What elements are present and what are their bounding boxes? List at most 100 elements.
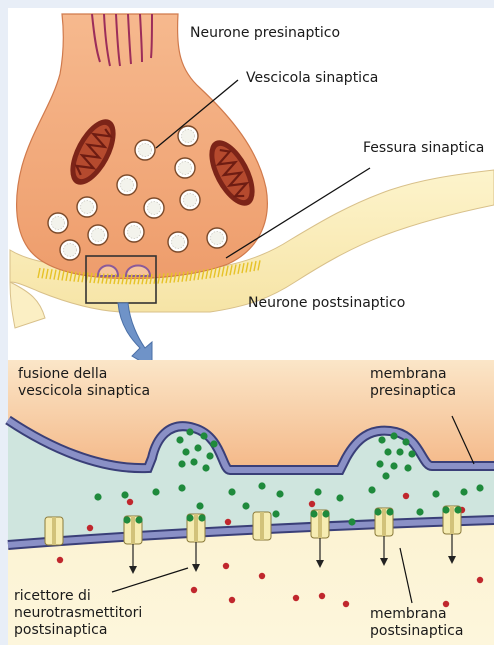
neurotransmitter <box>314 488 321 495</box>
label-presynaptic-membrane-line1: membrana <box>370 366 456 383</box>
neurotransmitter <box>242 502 249 509</box>
neurotransmitter <box>178 484 185 491</box>
bound-neurotransmitter <box>198 514 205 521</box>
receptor-channel <box>194 514 198 542</box>
ion <box>191 587 197 593</box>
vesicle-content <box>52 217 65 230</box>
neurotransmitter <box>336 494 343 501</box>
vesicle-content <box>179 162 192 175</box>
ion <box>343 601 349 607</box>
vesicle-content <box>182 130 195 143</box>
label-vesicle-fusion: fusione della vescicola sinaptica <box>18 366 150 400</box>
bound-neurotransmitter <box>123 516 130 523</box>
neurotransmitter <box>210 440 217 447</box>
receptor-channel <box>260 512 264 540</box>
label-receptor: ricettore di neurotrasmettitori postsina… <box>14 588 142 639</box>
ion <box>225 519 231 525</box>
label-synaptic-vesicle: Vescicola sinaptica <box>246 70 378 87</box>
neurotransmitter <box>416 508 423 515</box>
receptor-channel <box>131 516 135 544</box>
ion <box>229 597 235 603</box>
label-postsynaptic-membrane-line2: postsinaptica <box>370 623 463 640</box>
vesicle-content <box>64 244 77 257</box>
label-postsynaptic-membrane-line1: membrana <box>370 606 463 623</box>
neurotransmitter <box>432 490 439 497</box>
neurotransmitter <box>152 488 159 495</box>
neurotransmitter <box>176 436 183 443</box>
vesicle-content <box>139 144 152 157</box>
vesicle-content <box>81 201 94 214</box>
neurotransmitter <box>228 488 235 495</box>
label-presynaptic-membrane: membrana presinaptica <box>370 366 456 400</box>
neurotransmitter <box>348 518 355 525</box>
neurotransmitter <box>121 491 128 498</box>
bound-neurotransmitter <box>454 506 461 513</box>
vesicle-content <box>172 236 185 249</box>
label-postsynaptic-neuron: Neurone postsinaptico <box>248 295 405 312</box>
vesicle-content <box>128 226 141 239</box>
receptor-channel <box>382 508 386 536</box>
neurotransmitter <box>206 452 213 459</box>
neurotransmitter <box>178 460 185 467</box>
bound-neurotransmitter <box>386 508 393 515</box>
ion <box>477 577 483 583</box>
neurotransmitter <box>408 450 415 457</box>
receptor-channel <box>52 517 56 545</box>
ion <box>87 525 93 531</box>
neurotransmitter <box>272 510 279 517</box>
bound-neurotransmitter <box>442 506 449 513</box>
bound-neurotransmitter <box>186 514 193 521</box>
ion <box>127 499 133 505</box>
neurotransmitter <box>196 502 203 509</box>
label-vesicle-fusion-line1: fusione della <box>18 366 150 383</box>
bound-neurotransmitter <box>135 516 142 523</box>
neurotransmitter <box>194 444 201 451</box>
label-vesicle-fusion-line2: vescicola sinaptica <box>18 383 150 400</box>
bound-neurotransmitter <box>374 508 381 515</box>
neurotransmitter <box>368 486 375 493</box>
neurotransmitter <box>382 472 389 479</box>
neurotransmitter <box>404 464 411 471</box>
neurotransmitter <box>94 493 101 500</box>
ion <box>223 563 229 569</box>
vesicle-content <box>184 194 197 207</box>
neurotransmitter <box>390 462 397 469</box>
neurotransmitter <box>200 432 207 439</box>
ion <box>309 501 315 507</box>
vesicle-content <box>148 202 161 215</box>
label-receptor-line3: postsinaptica <box>14 622 142 639</box>
ion <box>57 557 63 563</box>
neurotransmitter <box>476 484 483 491</box>
label-presynaptic-membrane-line2: presinaptica <box>370 383 456 400</box>
bound-neurotransmitter <box>310 510 317 517</box>
vesicle-content <box>121 179 134 192</box>
neurotransmitter <box>276 490 283 497</box>
vesicle-content <box>211 232 224 245</box>
neurotransmitter <box>378 436 385 443</box>
neurotransmitter <box>396 448 403 455</box>
neurotransmitter <box>186 428 193 435</box>
ion <box>403 493 409 499</box>
neurotransmitter <box>460 488 467 495</box>
ion <box>319 593 325 599</box>
vesicle-content <box>92 229 105 242</box>
neurotransmitter <box>390 432 397 439</box>
label-receptor-line1: ricettore di <box>14 588 142 605</box>
label-receptor-line2: neurotrasmettitori <box>14 605 142 622</box>
label-presynaptic-neuron: Neurone presinaptico <box>190 25 340 42</box>
label-synaptic-cleft: Fessura sinaptica <box>363 140 484 157</box>
neurotransmitter <box>258 482 265 489</box>
neurotransmitter <box>384 448 391 455</box>
receptor-channel <box>318 510 322 538</box>
bound-neurotransmitter <box>322 510 329 517</box>
ion <box>293 595 299 601</box>
label-postsynaptic-membrane: membrana postsinaptica <box>370 606 463 640</box>
neurotransmitter <box>182 448 189 455</box>
neurotransmitter <box>190 458 197 465</box>
neurotransmitter <box>402 438 409 445</box>
ion <box>259 573 265 579</box>
neurotransmitter <box>202 464 209 471</box>
receptor-channel <box>450 506 454 534</box>
